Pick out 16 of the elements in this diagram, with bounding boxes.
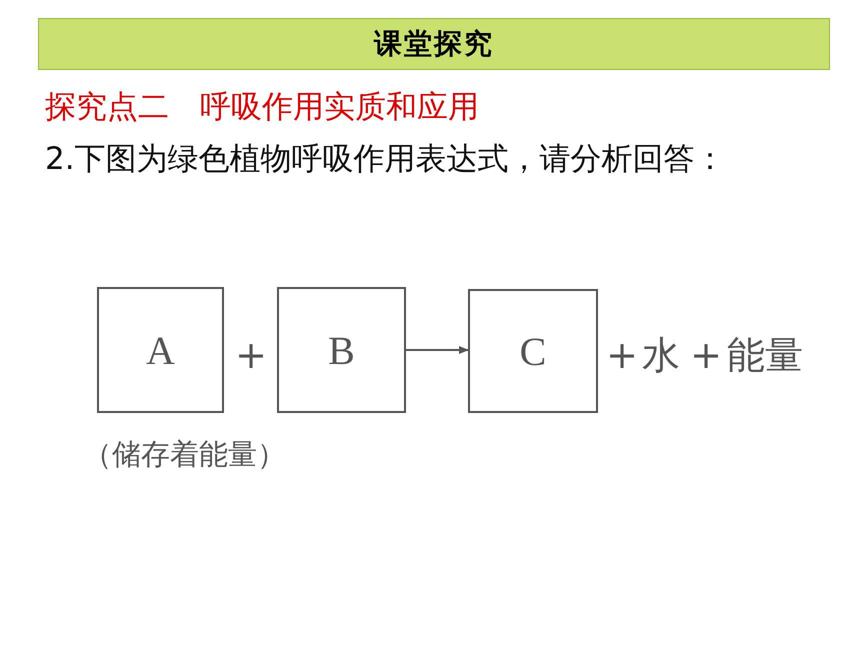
box-label: C bbox=[520, 328, 546, 374]
label-text: 能量 bbox=[727, 336, 803, 374]
header-banner: 课堂探究 bbox=[38, 18, 830, 70]
box-label: B bbox=[328, 326, 355, 374]
arrow bbox=[406, 346, 469, 354]
process-box bbox=[468, 289, 598, 413]
plus-sign: + bbox=[235, 336, 267, 374]
process-box bbox=[97, 287, 224, 413]
plus-sign: + bbox=[690, 336, 722, 374]
question-text: 2.下图为绿色植物呼吸作用表达式，请分析回答： bbox=[45, 140, 727, 179]
caption-text: （储存着能量） bbox=[83, 436, 286, 473]
heading: 探究点二 呼吸作用实质和应用 bbox=[45, 88, 479, 127]
process-box bbox=[277, 287, 406, 413]
plus-sign: + bbox=[606, 336, 638, 374]
box-label: A bbox=[146, 326, 175, 374]
label-text: 水 bbox=[642, 336, 680, 374]
